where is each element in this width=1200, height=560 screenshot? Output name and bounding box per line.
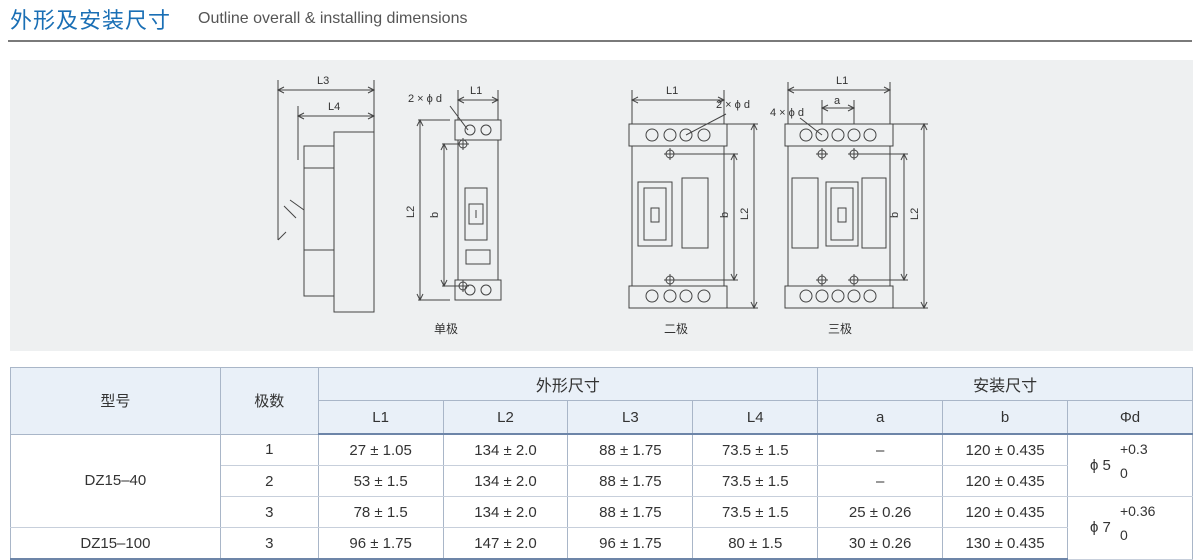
cell-l2: 147 ± 2.0 — [442, 527, 569, 560]
cell-a: – — [817, 434, 944, 466]
title-divider — [8, 40, 1192, 42]
header-l4: L4 — [692, 400, 819, 435]
cell-poles: 3 — [219, 527, 319, 560]
header-b: b — [942, 400, 1068, 435]
cell-l4: 73.5 ± 1.5 — [692, 434, 819, 466]
cell-l1: 27 ± 1.05 — [317, 434, 444, 466]
header-poles: 极数 — [219, 367, 319, 435]
caption-single-pole: 单极 — [434, 322, 459, 336]
dim-label-side-l4: L4 — [328, 101, 340, 113]
cell-poles: 2 — [219, 465, 319, 497]
cell-b: 130 ± 0.435 — [942, 527, 1068, 560]
phid-base: ϕ 5 — [1089, 456, 1111, 474]
cell-phid-group1: ϕ 5 +0.3 0 — [1066, 434, 1194, 497]
cell-l1: 53 ± 1.5 — [317, 465, 444, 497]
two-pole-drawing: L1 2 × ϕ d b L2 — [628, 85, 758, 310]
dim-label-triple-b: b — [889, 212, 901, 218]
cell-l2: 134 ± 2.0 — [442, 496, 569, 528]
header-phid: Φd — [1066, 400, 1194, 435]
cell-b: 120 ± 0.435 — [942, 434, 1068, 466]
side-view-drawing: L3 L4 — [276, 75, 376, 313]
cell-poles: 1 — [219, 434, 319, 466]
table-row: 3 78 ± 1.5 134 ± 2.0 88 ± 1.75 73.5 ± 1.… — [11, 496, 1194, 560]
single-pole-drawing: 2 × ϕ d L1 L2 b — [405, 85, 502, 302]
phid-upper-tolerance: +0.36 — [1119, 502, 1156, 519]
page-title: 外形及安装尺寸 — [10, 9, 172, 34]
cell-a: – — [817, 465, 944, 497]
cell-l4: 73.5 ± 1.5 — [692, 465, 819, 497]
cell-l3: 88 ± 1.75 — [567, 434, 694, 466]
dim-label-single-l2: L2 — [405, 206, 417, 218]
cell-b: 120 ± 0.435 — [942, 465, 1068, 497]
header-model: 型号 — [10, 367, 221, 435]
cell-l2: 134 ± 2.0 — [442, 434, 569, 466]
cell-l2: 134 ± 2.0 — [442, 465, 569, 497]
caption-three-pole: 三极 — [828, 322, 853, 336]
dimensions-table: 型号 极数 外形尺寸 安装尺寸 L1 L2 L3 L4 a b Φd DZ15–… — [10, 367, 1194, 560]
cell-a: 25 ± 0.26 — [817, 496, 944, 528]
cell-l3: 88 ± 1.75 — [567, 496, 694, 528]
dim-label-triple-a: a — [834, 95, 841, 107]
dim-label-double-l2: L2 — [739, 208, 751, 220]
dim-label-triple-l1: L1 — [836, 75, 848, 87]
table-row: DZ15–100 3 96 ± 1.75 147 ± 2.0 96 ± 1.75… — [10, 527, 1193, 560]
cell-phid-group2: ϕ 7 +0.36 0 — [1066, 496, 1194, 560]
cell-l4: 80 ± 1.5 — [692, 527, 819, 560]
dim-label-triple-hole: 4 × ϕ d — [770, 107, 804, 119]
cell-b: 120 ± 0.435 — [942, 496, 1068, 528]
header-l3: L3 — [567, 400, 694, 435]
header-outline-group: 外形尺寸 — [317, 367, 819, 401]
header-install-group: 安装尺寸 — [817, 367, 1193, 401]
dim-label-double-hole: 2 × ϕ d — [716, 99, 750, 111]
cell-l4: 73.5 ± 1.5 — [692, 496, 819, 528]
dim-label-single-l1: L1 — [470, 85, 482, 97]
cell-model-dz15-40: DZ15–40 — [10, 434, 221, 528]
caption-two-pole: 二极 — [664, 322, 689, 336]
phid-upper-tolerance: +0.3 — [1119, 440, 1148, 457]
header-a: a — [817, 400, 944, 435]
header-l2: L2 — [442, 400, 569, 435]
dim-label-single-b: b — [429, 212, 441, 218]
dim-label-triple-l2: L2 — [909, 208, 921, 220]
phid-lower-tolerance: 0 — [1119, 526, 1128, 543]
table-row: DZ15–40 1 27 ± 1.05 134 ± 2.0 88 ± 1.75 … — [10, 434, 1194, 528]
phid-lower-tolerance: 0 — [1119, 464, 1128, 481]
cell-a: 30 ± 0.26 — [817, 527, 944, 560]
phid-base: ϕ 7 — [1089, 518, 1111, 536]
cell-l3: 96 ± 1.75 — [567, 527, 694, 560]
dimension-drawings-panel: L3 L4 — [10, 60, 1193, 351]
dim-label-side-l3: L3 — [317, 75, 329, 87]
cell-poles: 3 — [219, 496, 319, 528]
dim-label-double-b: b — [719, 212, 731, 218]
cell-l3: 88 ± 1.75 — [567, 465, 694, 497]
page-header: 外形及安装尺寸 Outline overall & installing dim… — [0, 0, 1200, 44]
dim-label-single-hole: 2 × ϕ d — [408, 93, 442, 105]
page-subtitle: Outline overall & installing dimensions — [198, 10, 468, 27]
dimension-drawings: L3 L4 — [276, 75, 928, 313]
three-pole-drawing: L1 a 4 × ϕ d b L2 — [770, 75, 928, 310]
cell-l1: 78 ± 1.5 — [317, 496, 444, 528]
table-row: 2 53 ± 1.5 134 ± 2.0 88 ± 1.75 73.5 ± 1.… — [11, 465, 1193, 497]
cell-l1: 96 ± 1.75 — [317, 527, 444, 560]
cell-model-dz15-100: DZ15–100 — [10, 527, 221, 560]
header-l1: L1 — [317, 400, 444, 435]
dim-label-double-l1: L1 — [666, 85, 678, 97]
